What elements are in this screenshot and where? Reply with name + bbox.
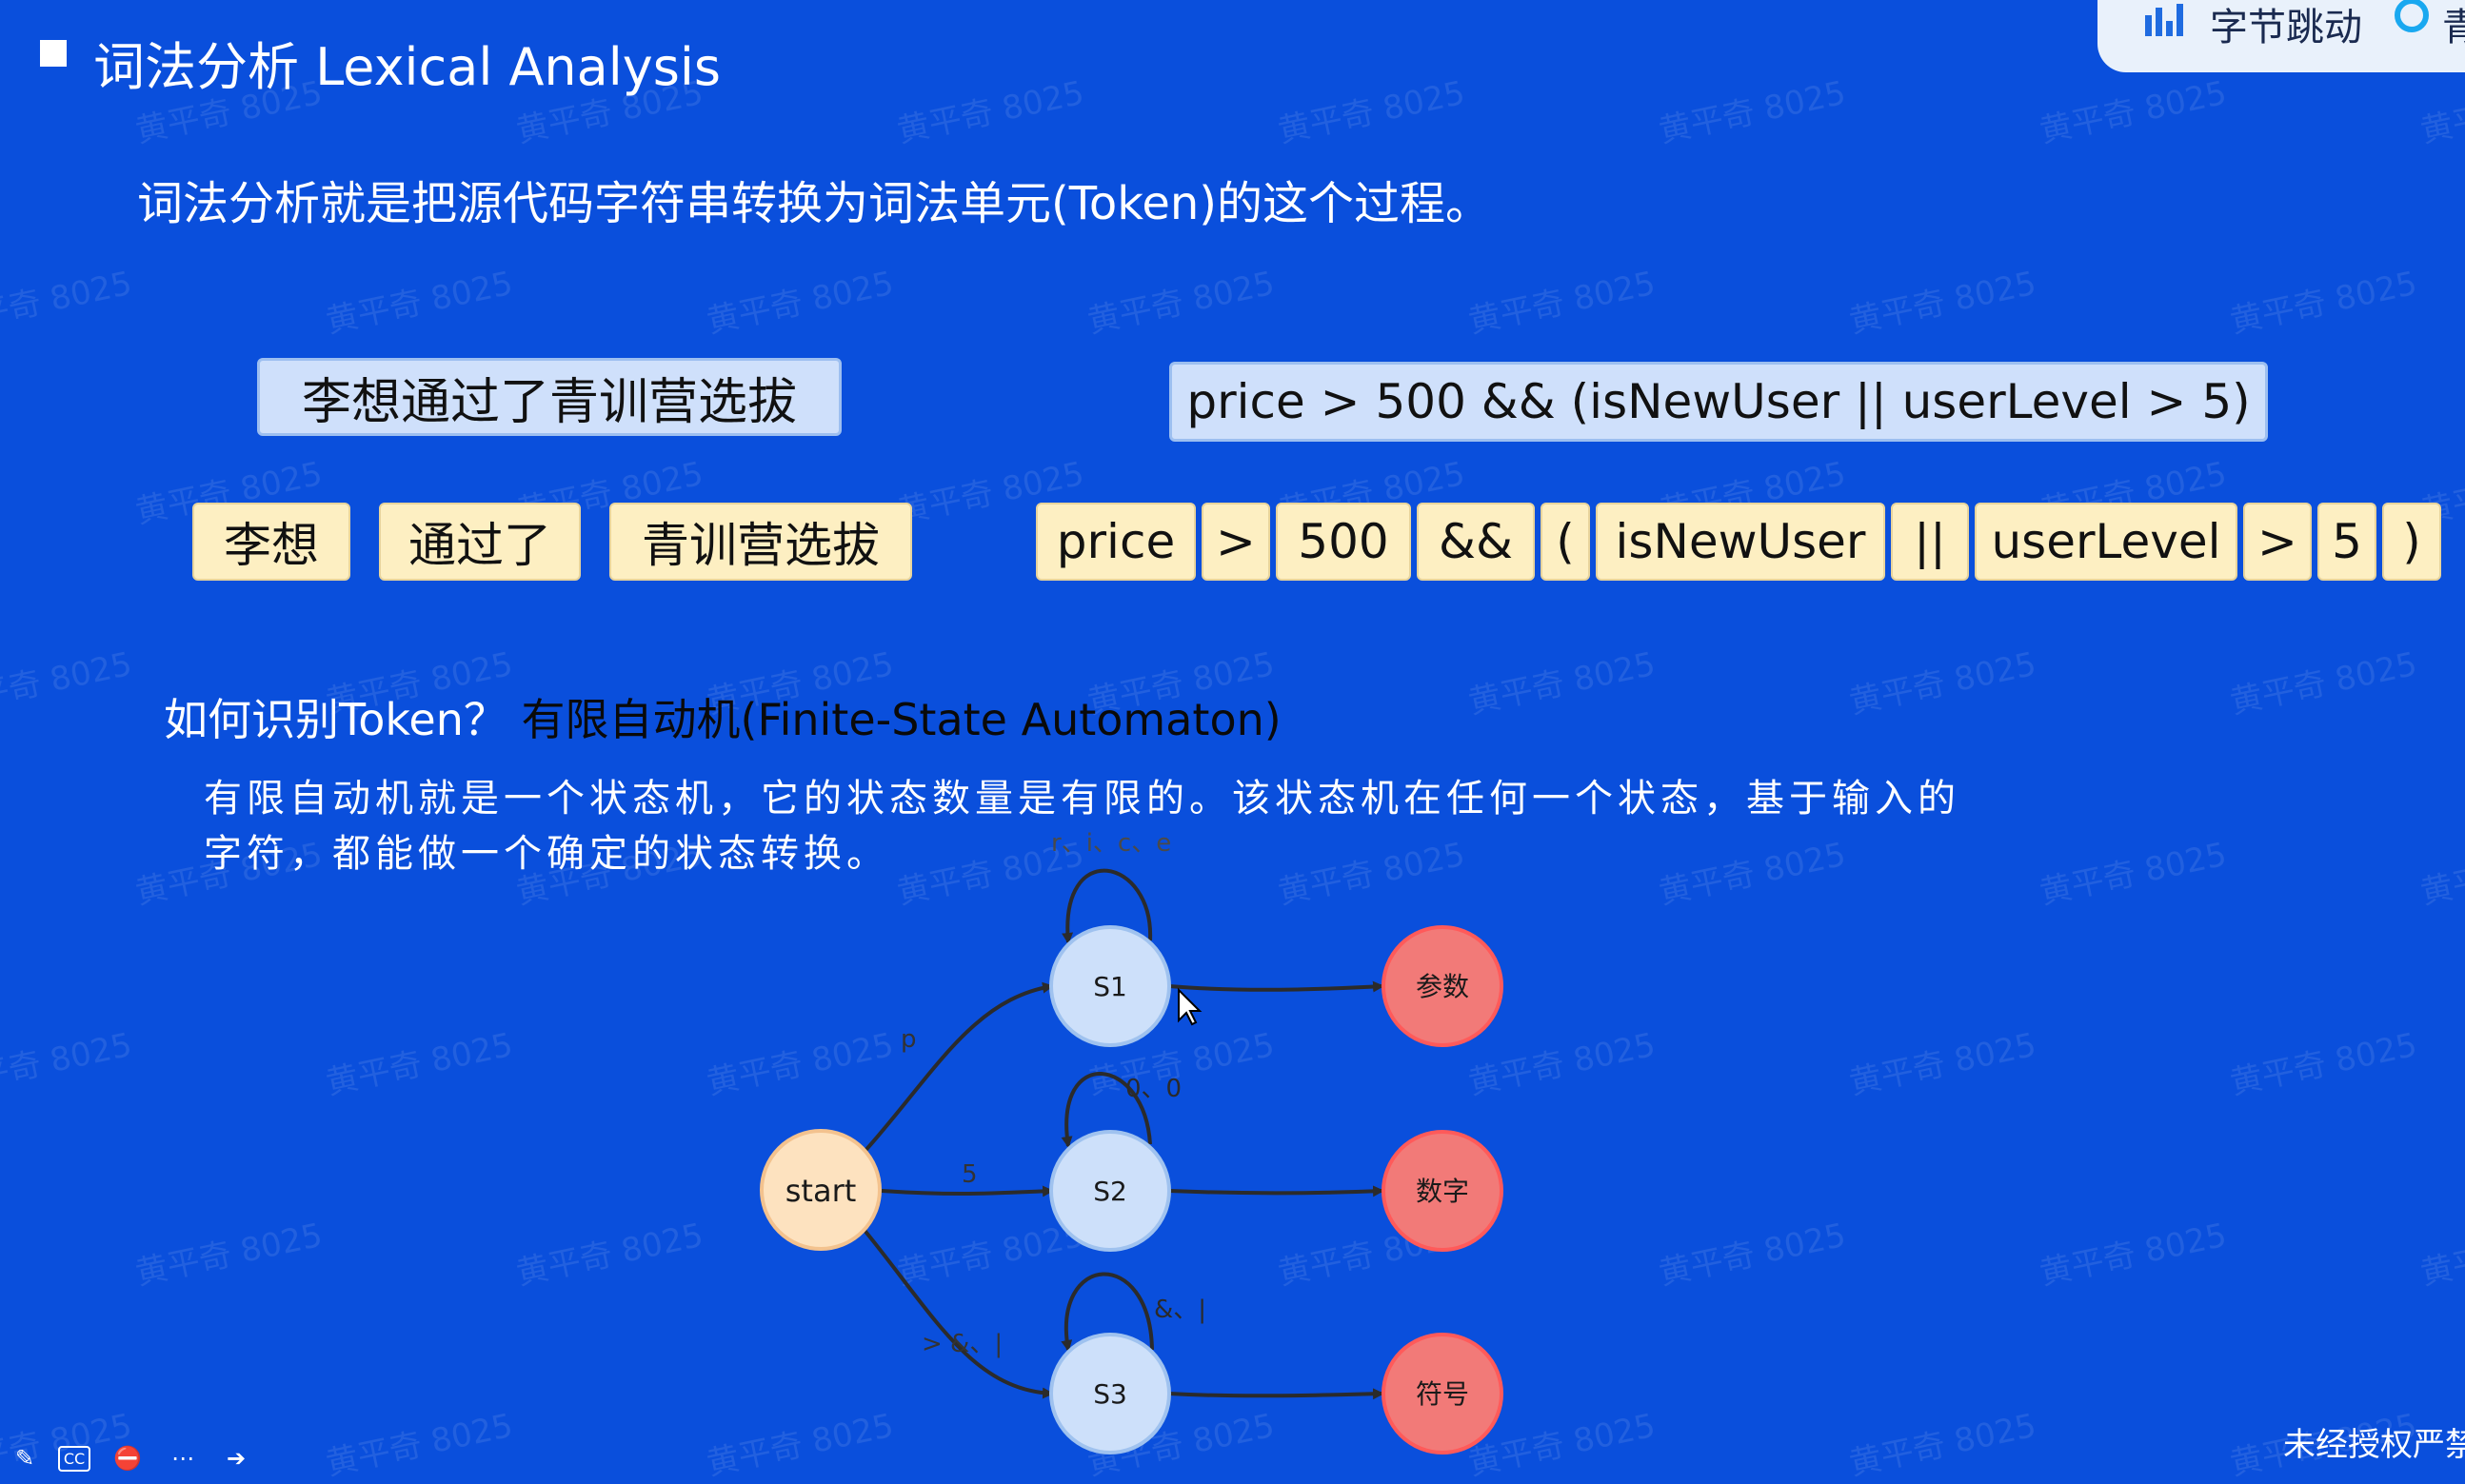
question-suffix: (Finite-State Automaton) [740, 694, 1282, 745]
edge-label-p: p [901, 1025, 917, 1054]
mouse-cursor-icon [1178, 987, 1203, 1026]
slide-title: 词法分析 Lexical Analysis [93, 37, 721, 97]
node-number [1382, 1130, 1503, 1252]
slide-description: 词法分析就是把源代码字符串转换为词法单元(Token)的这个过程。 [137, 177, 1492, 230]
expression-token: > [1202, 503, 1270, 581]
loop-label-s3: &、| [1154, 1296, 1206, 1324]
node-s1-label: S1 [1093, 971, 1127, 1002]
sentence-box: 李想通过了青训营选拔 [257, 358, 842, 436]
expression-token: 5 [2317, 503, 2376, 581]
camera-off-icon[interactable]: ⛔ [113, 1445, 142, 1472]
question-heading: 如何识别Token？ 有限自动机(Finite-State Automaton) [164, 685, 1282, 748]
paragraph-line-1: 有限自动机就是一个状态机，它的状态数量是有限的。该状态机在任何一个状态，基于输入… [204, 777, 1960, 821]
loop-s3 [1061, 1272, 1154, 1352]
expression-token: > [2243, 503, 2312, 581]
expression-token: 500 [1276, 503, 1411, 581]
company-logo: 字节跳动 青 [2097, 0, 2465, 72]
node-s3 [1049, 1333, 1171, 1454]
node-param-label: 参数 [1416, 971, 1469, 1002]
node-number-label: 数字 [1416, 1176, 1469, 1207]
edge-label-5: 5 [962, 1160, 978, 1189]
node-s3-label: S3 [1093, 1378, 1127, 1410]
more-options-icon[interactable]: ⋯ [171, 1445, 194, 1472]
sentence-token: 通过了 [379, 503, 581, 581]
closed-caption-icon[interactable]: CC [55, 1439, 93, 1477]
expression-token: userLevel [1975, 503, 2237, 581]
node-symbol-label: 符号 [1416, 1378, 1469, 1410]
expression-token: price [1036, 503, 1196, 581]
expression-box: price > 500 && (isNewUser || userLevel >… [1169, 362, 2268, 442]
node-start [760, 1129, 882, 1251]
edge-start-s3 [861, 1226, 1054, 1399]
expression-token: ) [2382, 503, 2441, 581]
edge-s2-number [1168, 1185, 1384, 1197]
edge-start-s1 [861, 981, 1054, 1156]
expression-token: ( [1541, 503, 1590, 581]
node-s2-label: S2 [1093, 1176, 1127, 1207]
loop-label-s1: r、i、c、e [1051, 829, 1171, 858]
node-start-label: start [785, 1173, 857, 1209]
loop-s1 [1062, 868, 1153, 944]
next-arrow-icon[interactable]: ➔ [226, 1445, 247, 1472]
expression-token: && [1417, 503, 1535, 581]
expression-token: isNewUser [1596, 503, 1885, 581]
bytedance-logo-icon [2145, 4, 2187, 36]
loop-label-s2: 0、0 [1125, 1075, 1182, 1103]
question-prefix: 如何识别Token？ [164, 694, 507, 745]
node-param [1382, 925, 1503, 1047]
copyright-notice: 未经授权严禁 [2283, 1426, 2465, 1464]
node-s1 [1049, 925, 1171, 1047]
title-bullet-icon [40, 40, 67, 67]
app-logo-icon [2395, 0, 2429, 32]
node-s2 [1049, 1130, 1171, 1252]
edge-start-s2 [881, 1185, 1054, 1197]
sentence-token: 李想 [192, 503, 350, 581]
logo-partial-text: 青 [2442, 6, 2465, 49]
pencil-icon[interactable]: ✎ [14, 1445, 35, 1472]
edge-s3-symbol [1168, 1388, 1384, 1400]
question-highlight: 有限自动机 [521, 694, 741, 745]
loop-s2 [1061, 1072, 1152, 1148]
expression-token: || [1891, 503, 1969, 581]
node-symbol [1382, 1333, 1503, 1454]
sentence-token: 青训营选拔 [609, 503, 912, 581]
edge-s1-param [1168, 980, 1384, 993]
logo-text: 字节跳动 [2210, 6, 2362, 49]
paragraph-line-2: 字符，都能做一个确定的状态转换。 [204, 832, 889, 876]
edge-label-s3: > &、| [922, 1330, 1003, 1358]
